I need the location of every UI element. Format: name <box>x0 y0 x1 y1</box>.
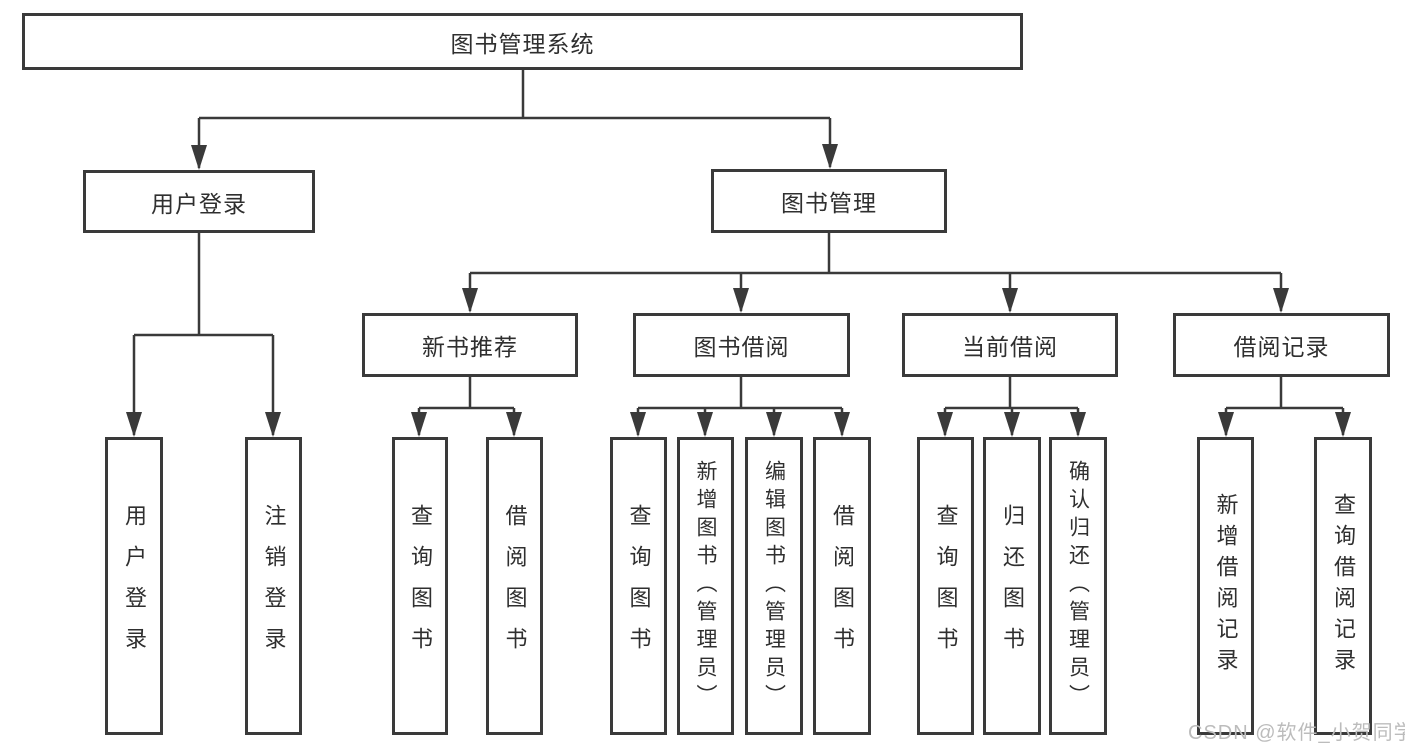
node-label: 图书管理系统 <box>450 30 595 57</box>
node-leaf-cb-confirm-return-admin: 确认归还（管理员） <box>1049 437 1107 735</box>
node-label: 用户登录 <box>151 190 247 217</box>
node-leaf-rec-query-book: 查询图书 <box>392 437 448 735</box>
node-label: 图书借阅 <box>693 334 790 360</box>
connector-root-children <box>191 70 838 170</box>
node-label: 编辑图书（管理员） <box>762 460 786 712</box>
node-label: 新增图书（管理员） <box>694 460 717 712</box>
node-leaf-rec-borrow-book: 借阅图书 <box>486 437 543 735</box>
node-leaf-bb-query-book: 查询图书 <box>610 437 667 735</box>
node-book-management: 图书管理 <box>711 169 947 233</box>
node-label: 新书推荐 <box>422 334 518 360</box>
node-label: 查询图书 <box>933 504 959 668</box>
node-leaf-bb-borrow-book: 借阅图书 <box>813 437 871 735</box>
connector-current-borrow-children <box>937 377 1086 437</box>
node-root-system: 图书管理系统 <box>22 13 1023 70</box>
node-leaf-cb-query-book: 查询图书 <box>917 437 974 735</box>
node-leaf-br-query-record: 查询借阅记录 <box>1314 437 1372 735</box>
node-label: 查询图书 <box>626 504 652 668</box>
node-user-login: 用户登录 <box>83 170 315 233</box>
node-label: 用户登录 <box>122 504 147 668</box>
csdn-watermark: CSDN @软件_小贺同学 <box>1188 722 1405 744</box>
node-label: 借阅记录 <box>1233 334 1330 360</box>
node-label: 归还图书 <box>1000 504 1025 668</box>
node-book-borrowing: 图书借阅 <box>633 313 850 377</box>
node-leaf-user-login: 用户登录 <box>105 437 163 735</box>
node-current-borrowing: 当前借阅 <box>902 313 1118 377</box>
connector-new-book-rec-children <box>411 377 522 437</box>
node-label: 新增借阅记录 <box>1213 493 1239 679</box>
node-label: 查询借阅记录 <box>1331 493 1356 679</box>
connector-book-borrow-children <box>630 377 850 437</box>
node-label: 图书管理 <box>781 190 877 216</box>
node-label: 确认归还（管理员） <box>1066 460 1090 712</box>
node-borrowing-records: 借阅记录 <box>1173 313 1390 377</box>
connector-borrow-record-children <box>1218 377 1351 437</box>
node-label: 注销登录 <box>261 504 287 668</box>
node-new-book-recommendation: 新书推荐 <box>362 313 578 377</box>
node-label: 查询图书 <box>408 504 433 668</box>
node-leaf-br-add-record: 新增借阅记录 <box>1197 437 1254 735</box>
node-label: 借阅图书 <box>830 504 855 668</box>
node-leaf-logout: 注销登录 <box>245 437 302 735</box>
node-label: 借阅图书 <box>502 504 528 668</box>
node-label: 当前借阅 <box>962 334 1058 360</box>
connector-book-mgmt-children <box>462 233 1289 313</box>
node-leaf-cb-return-book: 归还图书 <box>983 437 1041 735</box>
node-leaf-bb-add-book-admin: 新增图书（管理员） <box>677 437 734 735</box>
connector-user-login-children <box>126 233 281 437</box>
node-leaf-bb-edit-book-admin: 编辑图书（管理员） <box>745 437 803 735</box>
